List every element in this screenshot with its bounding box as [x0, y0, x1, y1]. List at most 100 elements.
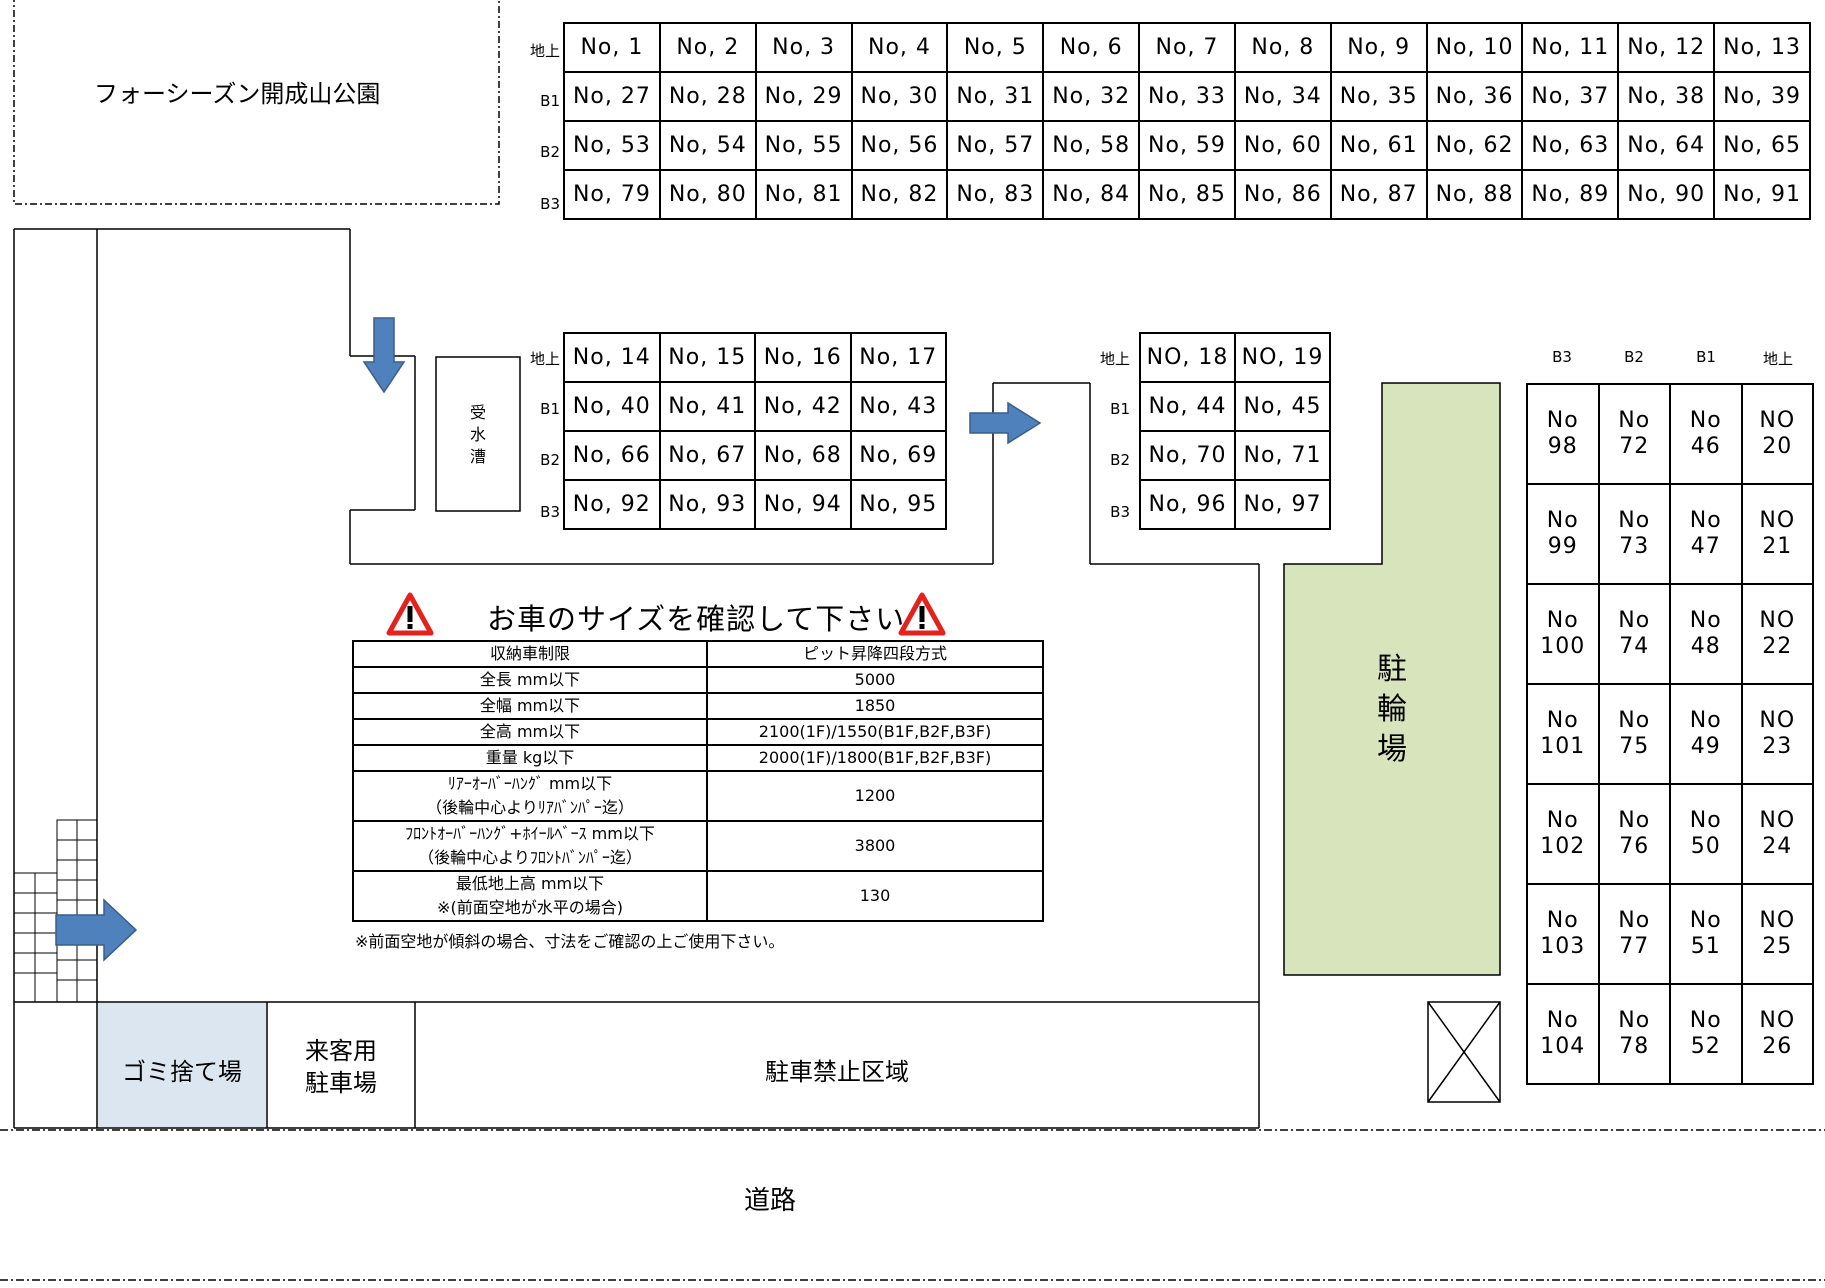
- parking-space-line: No: [1618, 608, 1651, 633]
- parking-space: No, 83: [946, 169, 1045, 220]
- parking-space: No, 58: [1042, 120, 1141, 171]
- entry-arrow-down: [362, 317, 406, 394]
- spec-value: 2000(1F)/1800(B1F,B2F,B3F): [706, 744, 1044, 772]
- spec-label-line: ※(前面空地が水平の場合): [437, 898, 623, 917]
- level-label: 地上: [1762, 350, 1793, 368]
- water-tank: [435, 356, 521, 512]
- spec-header-row: 収納車制限ピット昇降四段方式: [352, 640, 1044, 668]
- parking-space: No, 42: [754, 381, 852, 432]
- parking-space: No, 41: [658, 381, 756, 432]
- parking-space: No, 12: [1617, 22, 1716, 73]
- parking-space-line: 49: [1690, 734, 1721, 759]
- parking-space: No, 30: [850, 71, 949, 122]
- spec-label-line: ﾘｱｰｵｰﾊﾞｰﾊﾝｸﾞ mm以下: [447, 774, 613, 793]
- level-label: B3: [540, 503, 560, 521]
- parking-space-line: No: [1689, 808, 1722, 833]
- parking-space-line: 72: [1619, 434, 1650, 459]
- parking-space-line: No: [1689, 608, 1722, 633]
- parking-space-line: No: [1689, 508, 1722, 533]
- spec-row: 最低地上高 mm以下※(前面空地が水平の場合)130: [352, 870, 1044, 922]
- parking-space: No, 61: [1329, 120, 1428, 171]
- garbage-area-label: ゴミ捨て場: [122, 1058, 242, 1086]
- parking-space-line: 20: [1762, 434, 1793, 459]
- parking-space-line: No: [1689, 908, 1722, 933]
- level-label: B1: [1110, 400, 1130, 418]
- level-label: 地上: [529, 42, 560, 60]
- level-label: B1: [540, 92, 560, 110]
- parking-space: No, 33: [1138, 71, 1236, 122]
- parking-space-line: No: [1618, 1008, 1651, 1033]
- parking-space: No, 68: [754, 430, 852, 481]
- spec-label: ﾌﾛﾝﾄｵｰﾊﾞｰﾊﾝｸﾞ+ﾎｲｰﾙﾍﾞｰｽ mm以下（後輪中心よりﾌﾛﾝﾄﾊﾞ…: [352, 820, 708, 872]
- level-label: B2: [540, 143, 560, 161]
- level-label: B3: [1552, 348, 1572, 366]
- parking-space: No, 14: [563, 332, 661, 383]
- level-label: B2: [1624, 348, 1644, 366]
- parking-space: No, 70: [1139, 430, 1236, 481]
- parking-space: No, 89: [1521, 169, 1620, 220]
- parking-space: No, 8: [1233, 22, 1332, 73]
- parking-space: No, 95: [849, 479, 947, 530]
- parking-space: No, 93: [658, 479, 756, 530]
- spec-header-cell: ピット昇降四段方式: [706, 640, 1044, 668]
- parking-space-line: 73: [1619, 534, 1650, 559]
- spec-label: 最低地上高 mm以下※(前面空地が水平の場合): [352, 870, 708, 922]
- spec-note: ※前面空地が傾斜の場合、寸法をご確認の上ご使用下さい。: [355, 932, 785, 951]
- parking-space-line: No: [1618, 908, 1651, 933]
- parking-space-line: 26: [1762, 1034, 1793, 1059]
- parking-space: No, 63: [1521, 120, 1620, 171]
- parking-space: No, 40: [563, 381, 661, 432]
- parking-space: No, 55: [754, 120, 853, 171]
- parking-space: No, 65: [1713, 120, 1811, 171]
- parking-space: No, 71: [1234, 430, 1331, 481]
- parking-space-line: No: [1546, 808, 1579, 833]
- parking-space-line: NO: [1759, 608, 1796, 633]
- parking-space: No, 88: [1425, 169, 1524, 220]
- level-label: B1: [1696, 348, 1716, 366]
- spec-label: 全高 mm以下: [352, 718, 708, 746]
- parking-space: No, 79: [563, 169, 661, 220]
- parking-space-line: 76: [1619, 834, 1650, 859]
- parking-space: No, 54: [658, 120, 757, 171]
- parking-space: No, 82: [850, 169, 949, 220]
- spec-label-line: （後輪中心よりﾌﾛﾝﾄﾊﾞﾝﾊﾟｰ迄）: [418, 848, 642, 867]
- parking-space: No, 7: [1138, 22, 1236, 73]
- spec-value: 5000: [706, 666, 1044, 694]
- parking-space-line: NO: [1759, 908, 1796, 933]
- parking-space-line: 75: [1619, 734, 1650, 759]
- entry-arrow-right: [55, 898, 138, 962]
- parking-space: No, 43: [849, 381, 947, 432]
- spec-value: 1200: [706, 770, 1044, 822]
- parking-space: No, 16: [754, 332, 852, 383]
- parking-space: No, 6: [1042, 22, 1141, 73]
- parking-space: No, 80: [658, 169, 757, 220]
- parking-space: No, 69: [849, 430, 947, 481]
- parking-space-line: 48: [1690, 634, 1721, 659]
- spec-value: 2100(1F)/1550(B1F,B2F,B3F): [706, 718, 1044, 746]
- parking-space-line: 23: [1762, 734, 1793, 759]
